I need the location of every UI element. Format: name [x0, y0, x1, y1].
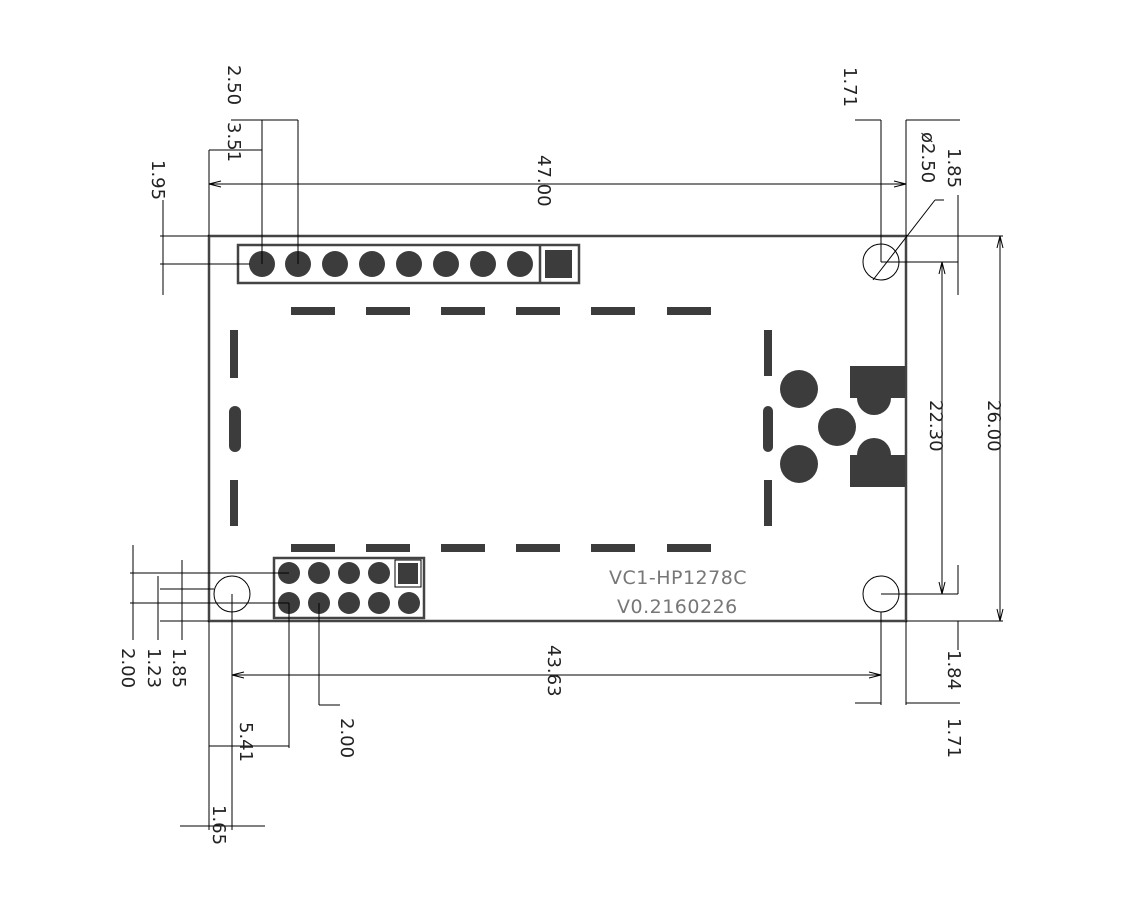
dim-left-2: 2.00 [117, 648, 138, 688]
dim-hole-diameter: ø2.50 [917, 132, 938, 183]
dim-left-123: 1.23 [143, 648, 164, 688]
board-outline [207, 234, 908, 623]
dim-hole-top-offset: 1.71 [839, 67, 860, 107]
board-model-label: VC1-HP1278C [609, 567, 747, 589]
dim-overall-width: 47.00 [533, 155, 554, 207]
shield-outline [229, 307, 773, 552]
dim-top-header-offset: 1.95 [147, 160, 168, 200]
dim-top-pitch: 2.50 [223, 65, 244, 105]
dimension-lines [130, 119, 1004, 830]
dim-left-185: 1.85 [168, 648, 189, 688]
bottom-pin-header [272, 556, 426, 620]
dim-hole-span-horizontal: 43.63 [543, 645, 564, 697]
dim-bottom-right-offset: 1.84 [943, 650, 964, 690]
dim-hole-left-offset: 1.65 [208, 805, 229, 845]
top-pin-header [236, 243, 581, 285]
dim-bottom-right-hole: 1.71 [943, 718, 964, 758]
dim-bottom-offset: 5.41 [235, 722, 256, 762]
dim-hole-span-vertical: 22.30 [925, 400, 946, 452]
antenna-connector [780, 366, 905, 487]
dim-top-offset: 3.51 [223, 122, 244, 162]
dim-bottom-pitch: 2.00 [336, 718, 357, 758]
dimension-labels: 2.50 3.51 47.00 1.95 1.71 ø2.50 1.85 22.… [117, 65, 1004, 845]
dim-hole-right-offset: 1.85 [943, 148, 964, 188]
dim-overall-height: 26.00 [983, 400, 1004, 452]
board-version-label: V0.2160226 [617, 596, 738, 618]
